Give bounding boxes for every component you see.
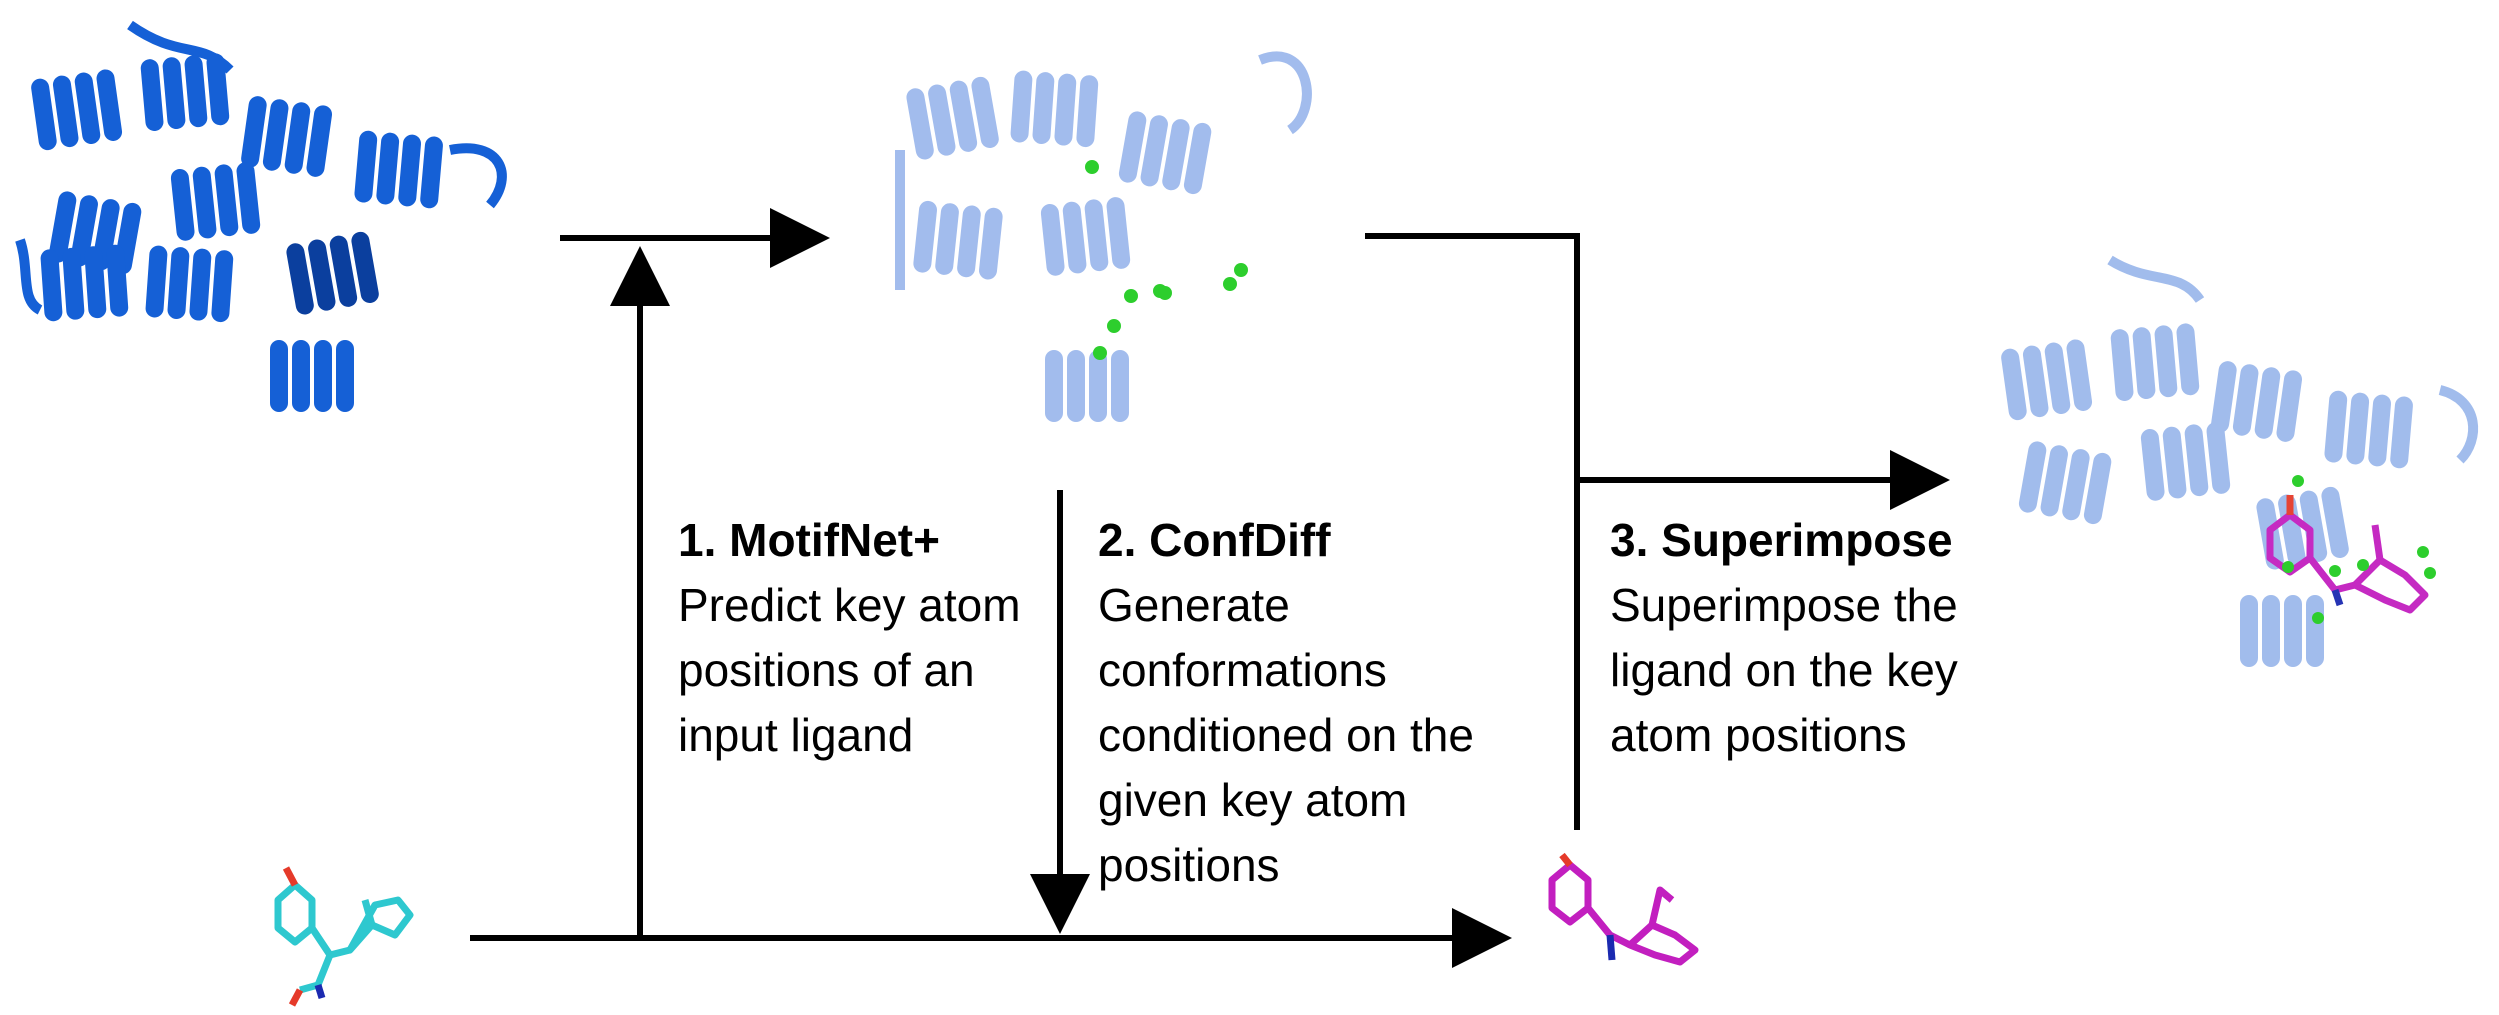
superimposed-complex [2000,255,2478,667]
step-superimpose: 3. Superimpose Superimpose the ligand on… [1610,508,2030,768]
superimposed-key-atoms [2282,475,2436,624]
key-atom [1223,277,1237,291]
key-atom [1124,289,1138,303]
step-motifnet: 1. MotifNet+ Predict key atom positions … [678,508,1048,768]
key-atom [1158,286,1172,300]
step-description: Superimpose the ligand on the key atom p… [1610,579,1958,761]
key-atom [1085,160,1099,174]
key-atom [1234,263,1248,277]
step-title: 2. ConfDiff [1098,514,1331,566]
generated-conformation [1548,852,1699,966]
key-atom [1107,319,1121,333]
step-description: Generate conformations conditioned on th… [1098,579,1474,891]
flow-arrows [470,208,1950,968]
step-description: Predict key atom positions of an input l… [678,579,1021,761]
superimposed-ligand [2266,495,2429,614]
step-title: 1. MotifNet+ [678,514,940,566]
step-title: 3. Superimpose [1610,514,1953,566]
input-ligand [274,866,414,1007]
protein-with-key-atoms [895,51,1312,422]
key-atom [1093,346,1107,360]
key-atom-markers [1085,160,1248,360]
input-protein-structure [15,20,507,412]
step-confdiff: 2. ConfDiff Generate conformations condi… [1098,508,1538,898]
connector-superimpose [1365,233,1580,830]
